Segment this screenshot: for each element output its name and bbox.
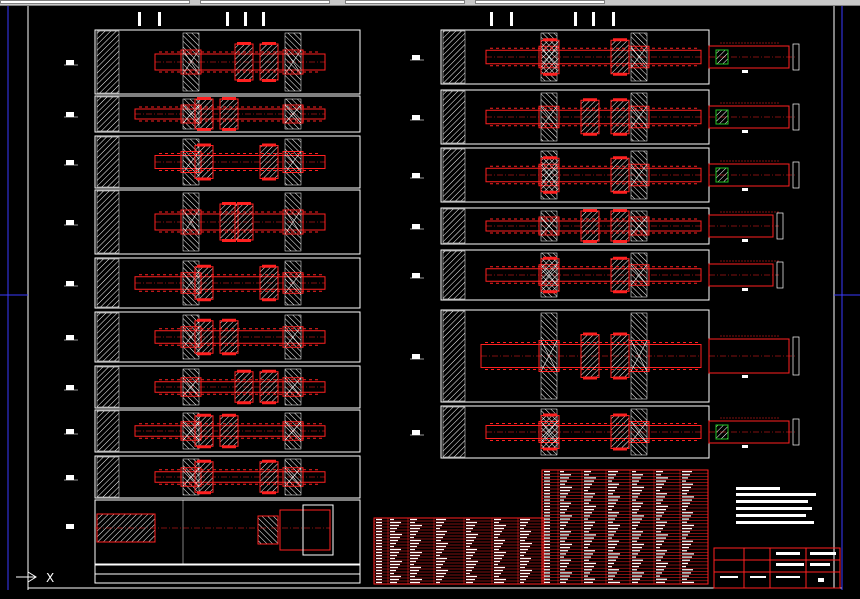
section-view bbox=[64, 29, 361, 95]
section-view bbox=[64, 365, 361, 409]
parts-table-upper bbox=[541, 469, 709, 585]
left-section-views bbox=[64, 12, 361, 565]
column-header-mark bbox=[592, 12, 595, 26]
lineweight-dropdown[interactable] bbox=[345, 0, 465, 4]
right-section-views bbox=[410, 12, 800, 459]
shaft-extension bbox=[708, 417, 800, 448]
toolbar bbox=[0, 0, 860, 6]
title-block bbox=[713, 547, 841, 589]
technical-notes-block bbox=[736, 487, 816, 524]
section-view bbox=[64, 311, 361, 363]
section-view bbox=[410, 147, 710, 203]
section-view bbox=[64, 455, 361, 499]
column-header-mark bbox=[612, 12, 615, 26]
drawing-border bbox=[0, 6, 860, 590]
section-view bbox=[410, 405, 710, 459]
section-view bbox=[410, 207, 710, 245]
overall-dimension-line bbox=[94, 564, 361, 584]
ucs-x-label: X bbox=[46, 571, 54, 585]
column-header-mark bbox=[490, 12, 493, 26]
shaft-extension bbox=[708, 42, 800, 73]
section-view bbox=[410, 89, 710, 145]
section-view bbox=[64, 409, 361, 453]
section-view bbox=[64, 189, 361, 255]
section-view bbox=[410, 249, 710, 301]
linetype-dropdown[interactable] bbox=[200, 0, 330, 4]
shaft-extension bbox=[708, 160, 800, 191]
shaft-extension bbox=[708, 260, 784, 291]
section-view-bottom bbox=[66, 499, 361, 565]
shaft-extension bbox=[708, 335, 800, 378]
column-header-mark bbox=[138, 12, 141, 26]
parts-table-lower bbox=[373, 517, 545, 585]
drawing-canvas[interactable]: X bbox=[0, 6, 860, 599]
plotstyle-dropdown[interactable] bbox=[475, 0, 605, 4]
section-view bbox=[410, 29, 710, 85]
section-view bbox=[64, 135, 361, 189]
section-view bbox=[64, 95, 361, 133]
column-header-mark bbox=[574, 12, 577, 26]
column-header-mark bbox=[244, 12, 247, 26]
column-header-mark bbox=[226, 12, 229, 26]
parts-list-tables bbox=[373, 469, 709, 585]
section-view bbox=[410, 309, 710, 403]
layer-dropdown[interactable] bbox=[0, 0, 190, 4]
column-header-mark bbox=[510, 12, 513, 26]
shaft-extension bbox=[708, 211, 784, 242]
column-header-mark bbox=[262, 12, 265, 26]
ucs-icon: X bbox=[16, 571, 54, 585]
column-header-mark bbox=[158, 12, 161, 26]
shaft-extension bbox=[708, 102, 800, 133]
section-view bbox=[64, 257, 361, 309]
